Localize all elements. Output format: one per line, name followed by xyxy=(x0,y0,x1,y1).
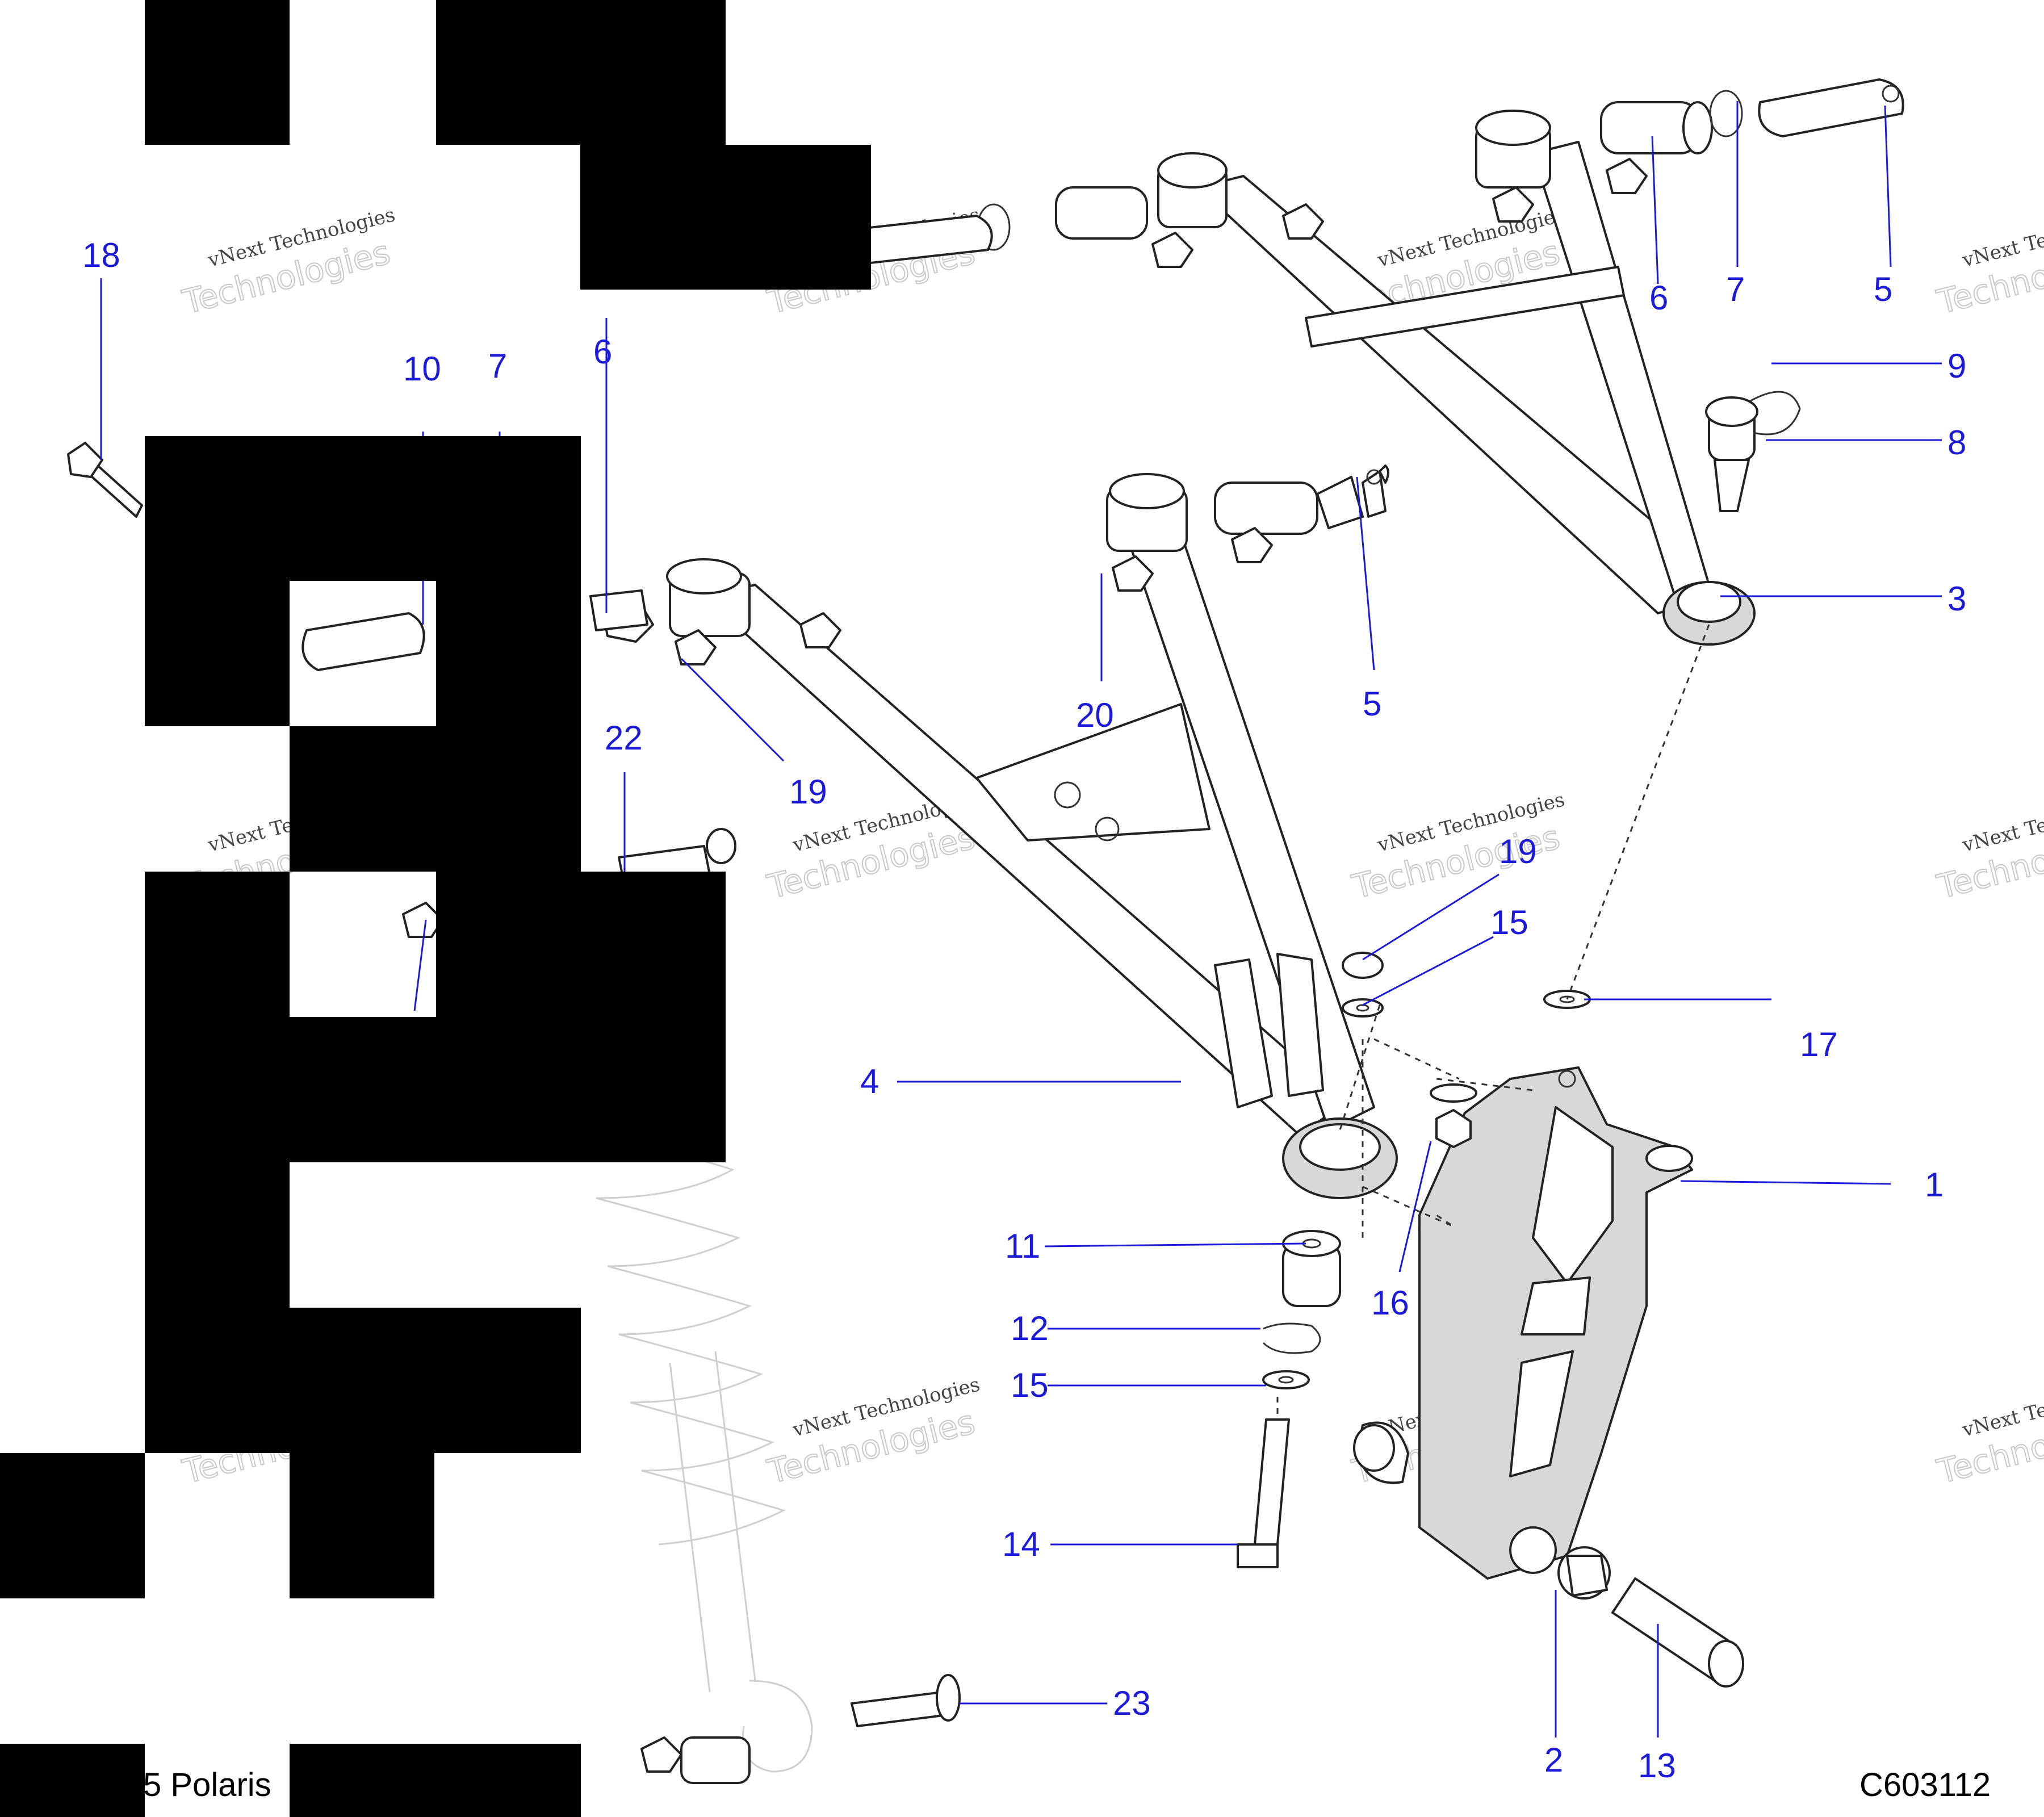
callout-5-upper: 5 xyxy=(1874,270,1892,308)
redaction-block xyxy=(145,1162,290,1453)
callout-10: 10 xyxy=(403,350,441,388)
callout-labels: 1 2 3 4 5 5 6 6 7 7 8 9 10 11 12 13 14 1… xyxy=(82,236,1966,1785)
lower-a-arm xyxy=(666,473,1398,1199)
callout-11: 11 xyxy=(1005,1227,1040,1265)
callout-6-left: 6 xyxy=(593,333,612,371)
redaction-block xyxy=(145,1017,726,1162)
callout-15-upper: 15 xyxy=(1490,903,1528,941)
redaction-block xyxy=(145,0,290,145)
callout-7-left: 7 xyxy=(488,347,507,385)
redaction-block xyxy=(0,1453,145,1598)
copyright-text: 5 Polaris xyxy=(143,1766,271,1803)
redaction-block xyxy=(145,436,581,581)
redaction-block xyxy=(290,1744,581,1817)
callout-2: 2 xyxy=(1544,1741,1563,1779)
upper-arm-hardware xyxy=(822,78,1904,268)
callout-19-left: 19 xyxy=(789,773,827,811)
callout-23: 23 xyxy=(1113,1684,1151,1722)
callout-12: 12 xyxy=(1011,1309,1049,1347)
callout-6-right: 6 xyxy=(1649,279,1668,317)
callout-13: 13 xyxy=(1638,1747,1676,1785)
redaction-block xyxy=(145,581,290,726)
callout-17: 17 xyxy=(1800,1025,1838,1064)
drawing-code: C603112 xyxy=(1859,1766,1991,1803)
callout-19-right: 19 xyxy=(1499,832,1537,870)
redaction-block xyxy=(290,1453,434,1598)
callout-22: 22 xyxy=(605,719,643,757)
redaction-block xyxy=(290,726,581,872)
callout-15-lower: 15 xyxy=(1011,1366,1049,1404)
redaction-block xyxy=(580,145,871,290)
callout-1: 1 xyxy=(1925,1166,1944,1204)
upper-a-arm xyxy=(1157,110,1756,646)
centerlines xyxy=(1276,624,1710,1420)
redaction-block xyxy=(0,1744,145,1817)
footer: 5 Polaris C603112 xyxy=(143,1766,1991,1803)
redaction-block xyxy=(436,581,581,726)
callout-7-right: 7 xyxy=(1726,270,1745,308)
redaction-blocks xyxy=(0,0,871,1817)
lower-arm-hardware xyxy=(301,464,1389,671)
callout-16: 16 xyxy=(1371,1284,1409,1322)
redaction-block xyxy=(290,1308,581,1453)
callout-14: 14 xyxy=(1002,1525,1040,1563)
knuckle xyxy=(1418,1066,1693,1580)
callout-3: 3 xyxy=(1947,580,1966,618)
redaction-block xyxy=(436,872,726,1017)
callout-20: 20 xyxy=(1076,696,1114,734)
callout-9: 9 xyxy=(1947,347,1966,385)
callout-5-lower: 5 xyxy=(1363,685,1381,723)
callout-18: 18 xyxy=(82,236,120,274)
redaction-block xyxy=(436,0,726,145)
callout-4: 4 xyxy=(860,1062,879,1100)
ball-joint xyxy=(1705,391,1801,512)
shock-spring-ghost xyxy=(590,1134,813,1773)
misc-hardware xyxy=(67,442,1744,1784)
callout-8: 8 xyxy=(1947,424,1966,462)
